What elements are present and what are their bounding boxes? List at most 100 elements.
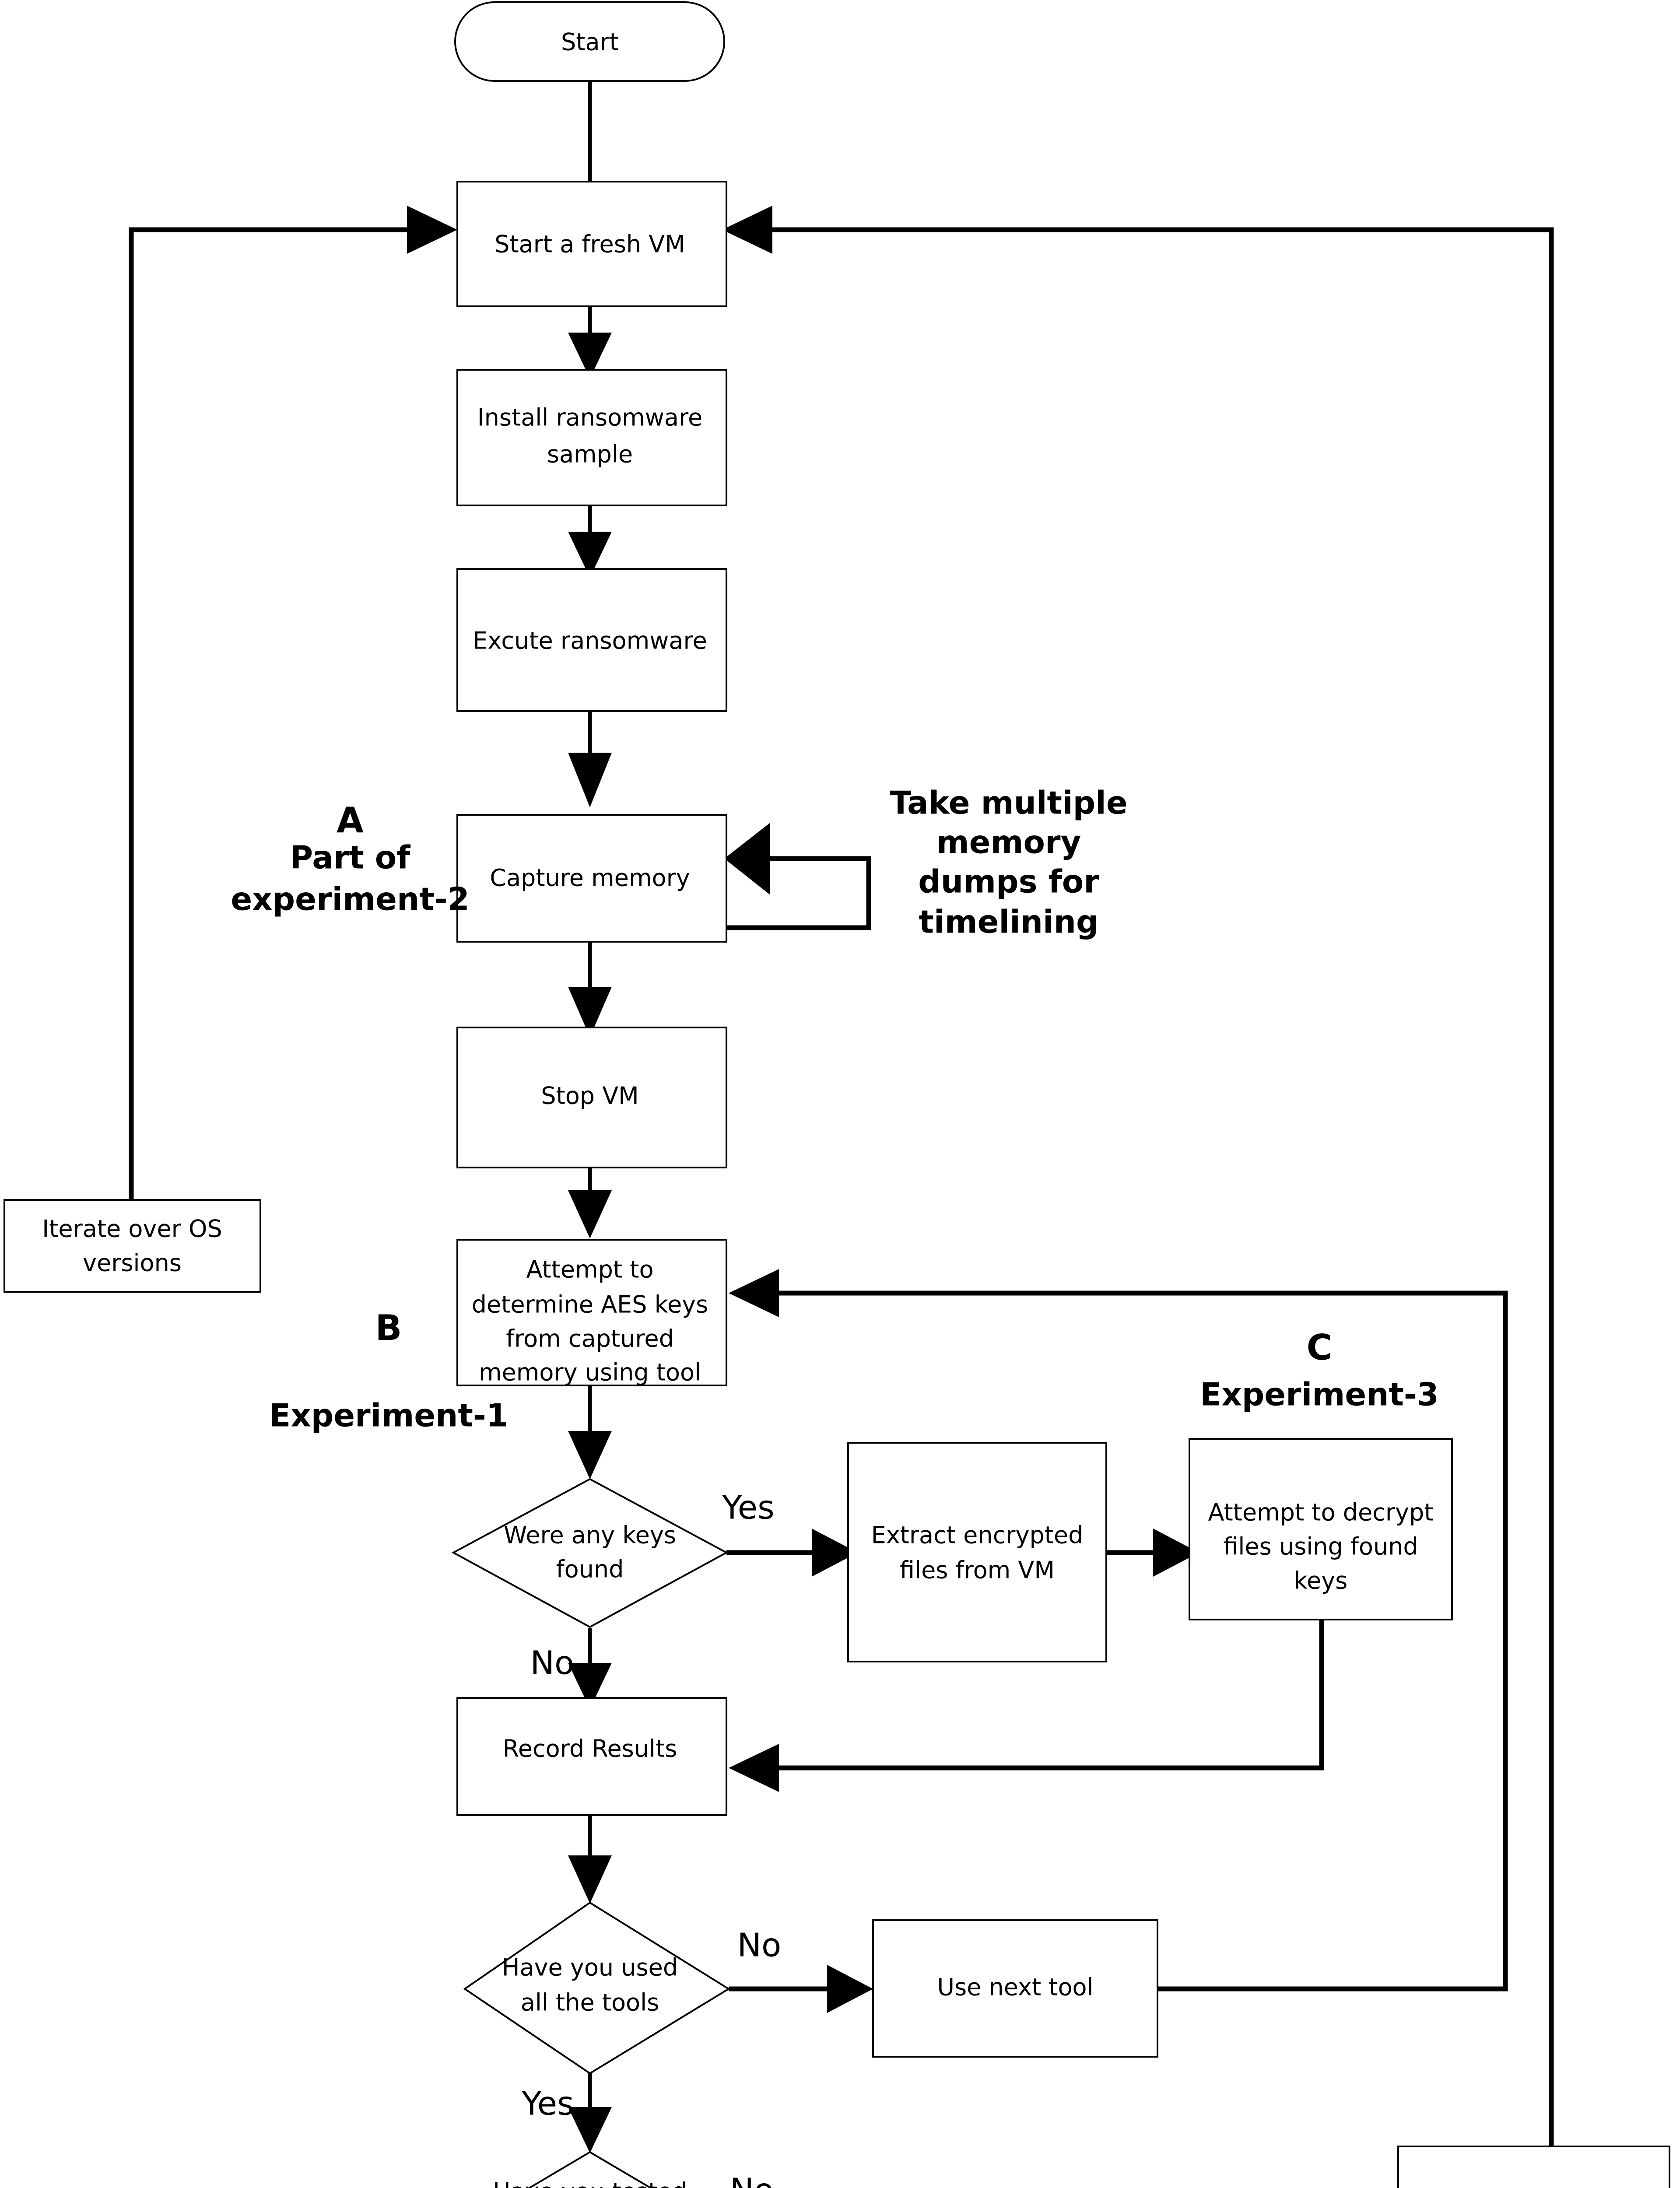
edge-label-keys-found-no: No [530,1645,575,1682]
annotation-group-b: B Experiment-1 [269,1308,508,1434]
record-results-shape [456,1697,727,1816]
decrypt-files-label-line1: Attempt to decrypt [1208,1499,1434,1526]
arrowhead-record-results-to-used-all-tools [568,1855,612,1904]
iterate-os-shape [4,1199,261,1293]
annot-a-letter: A [337,800,364,841]
connectors [107,81,1554,2153]
used-all-tools-label-line2: all the tools [521,1989,659,2016]
arrowhead-capture-to-stop-vm [568,987,612,1037]
extract-files-label-line2: files from VM [900,1557,1055,1584]
extract-files-shape [847,1442,1107,1662]
arrowhead-used-all-tools-no [827,1965,873,2013]
arrowhead-use-next-sample-to-start-vm [722,206,772,254]
annotation-group-a: A Part of experiment-2 [231,800,469,918]
keys-found-label-line2: found [556,1556,624,1583]
edge-use-next-tool-to-attempt-keys [779,1290,1508,1992]
edge-decrypt-to-record-results [779,1619,1324,1771]
install-label-line1: Install ransomware [477,404,703,431]
node-start-vm[interactable]: Start a fresh VM [456,181,727,307]
arrowhead-iterate-os-to-start-vm [407,206,457,254]
tested-all-samples-label-line1: Have you tested [493,2178,687,2188]
attempt-keys-label-line4: memory using tool [479,1359,701,1386]
edge-use-next-sample-to-start-vm [772,227,1554,2146]
annotation-memory-note: Take multiple memory dumps for timelinin… [890,785,1127,940]
decrypt-files-label-line3: keys [1294,1567,1348,1595]
annot-memory-note-line1: Take multiple [890,785,1127,821]
node-extract-encrypted-files[interactable]: Extract encrypted files from VM [847,1442,1107,1662]
execute-label: Excute ransomware [473,627,707,655]
decrypt-files-shape [1189,1438,1453,1620]
node-install-sample[interactable]: Install ransomware sample [456,369,727,506]
attempt-keys-label-line1: Attempt to [526,1256,654,1283]
annot-a-line2: experiment-2 [231,881,469,918]
decrypt-files-label-line2: files using found [1223,1533,1418,1560]
node-capture-memory[interactable]: Capture memory [456,814,727,943]
use-next-tool-label: Use next tool [937,1974,1093,2001]
start-vm-shape [456,181,727,307]
stop-vm-shape [456,1027,727,1168]
node-record-results[interactable]: Record Results [456,1697,727,1816]
edge-label-used-all-tools-no: No [737,1927,782,1964]
annot-memory-note-line3: dumps for [918,863,1099,900]
attempt-keys-shape [456,1239,727,1386]
annot-b-name: Experiment-1 [269,1397,508,1434]
tested-all-samples-shape [527,2151,652,2188]
arrowhead-stop-vm-to-attempt-keys [568,1190,612,1238]
edge-label-tested-all-samples-no: No [730,2172,774,2188]
capture-label: Capture memory [490,864,690,892]
keys-found-label-line1: Were any keys [504,1522,676,1549]
iterate-os-label-line1: Iterate over OS [42,1215,222,1243]
arrowhead-decrypt-to-record-results [729,1744,779,1792]
capture-shape [456,814,727,943]
node-execute-ransomware[interactable]: Excute ransomware [456,568,727,712]
annot-memory-note-line4: timelining [919,904,1098,940]
annot-a-line1: Part of [290,839,410,876]
node-iterate-os-versions[interactable]: Iterate over OS versions [4,1199,261,1293]
annot-c-name: Experiment-3 [1200,1376,1439,1413]
edge-capture-self-loop [726,856,871,930]
arrowhead-keys-found-no [568,1663,612,1709]
node-start[interactable]: Start [454,1,725,82]
keys-found-shape [451,1478,729,1628]
arrowhead-used-all-tools-yes [568,2107,612,2153]
use-next-sample-shape [1397,2146,1670,2188]
record-results-label: Record Results [503,1735,677,1763]
edge-label-keys-found-yes: Yes [722,1489,774,1527]
attempt-keys-label-line3: from captured [506,1325,674,1353]
annot-c-letter: C [1307,1327,1333,1368]
edge-label-used-all-tools-yes: Yes [521,2085,574,2123]
node-decrypt-files[interactable]: Attempt to decrypt files using found key… [1189,1438,1453,1620]
node-stop-vm[interactable]: Stop VM [456,1027,727,1168]
arrowhead-install-to-execute [568,532,612,578]
node-tested-all-samples-decision[interactable]: Have you tested all ransomware samples [452,2151,729,2188]
arrowhead-use-next-tool-to-attempt-keys [729,1269,779,1317]
node-keys-found-decision[interactable]: Were any keys found [451,1478,729,1628]
node-attempt-determine-keys[interactable]: Attempt to determine AES keys from captu… [456,1239,727,1386]
edge-iterate-os-to-start-vm [129,227,407,1221]
install-shape [456,369,727,506]
node-use-next-tool[interactable]: Use next tool [872,1919,1158,2058]
annot-memory-note-line2: memory [936,824,1081,861]
used-all-tools-label-line1: Have you used [502,1954,678,1981]
arrowhead-extract-to-decrypt [1153,1529,1199,1577]
start-label: Start [561,28,619,56]
extract-files-label-line1: Extract encrypted [871,1522,1084,1549]
arrowhead-start-vm-to-install [568,333,612,379]
annot-b-letter: B [375,1308,402,1348]
attempt-keys-label-line2: determine AES keys [472,1291,708,1318]
install-label-line2: sample [547,441,633,468]
execute-shape [456,568,727,712]
annotation-group-c: C Experiment-3 [1200,1327,1439,1413]
arrowhead-keys-found-yes [812,1529,858,1577]
edge-labels: Yes No No Yes No Yes No Yes [521,1489,782,2188]
arrowhead-execute-to-capture [568,753,612,807]
used-all-tools-shape [463,1901,730,2075]
start-vm-label: Start a fresh VM [495,231,685,258]
node-used-all-tools-decision[interactable]: Have you used all the tools [463,1901,730,2075]
stop-vm-label: Stop VM [541,1082,638,1110]
iterate-os-label-line2: versions [83,1249,182,1277]
arrowhead-attempt-keys-to-keys-found [568,1431,612,1479]
node-use-next-sample[interactable]: Use next ransomware sample [1397,2146,1670,2188]
